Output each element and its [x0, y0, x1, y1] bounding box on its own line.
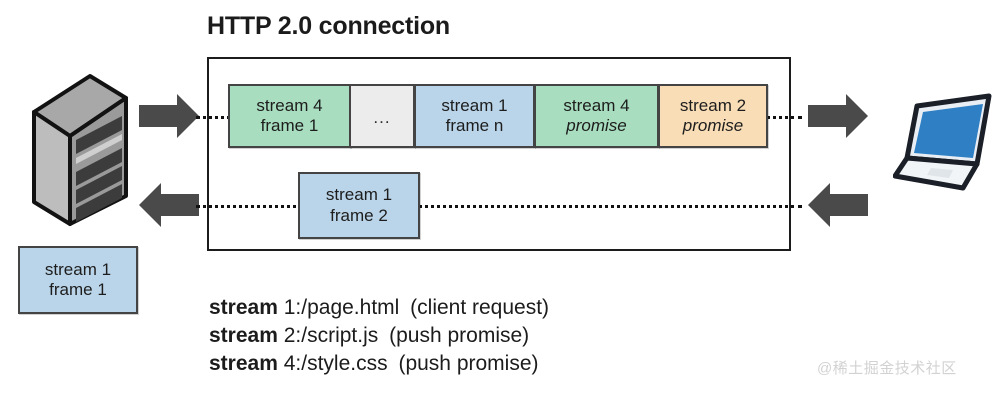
frame-ellipsis-placeholder: ...: [349, 84, 415, 148]
legend-row-stream2: stream 2:/script.js (push promise): [209, 322, 549, 350]
arrow-head: [139, 183, 161, 227]
stream-legend: stream 1:/page.html (client request) str…: [209, 294, 549, 378]
laptop-icon: [893, 92, 993, 196]
legend-label: stream: [209, 323, 278, 347]
watermark: @稀土掘金技术社区: [817, 360, 957, 377]
arrow-client-to-connection: [808, 183, 868, 227]
arrow-connection-to-server: [139, 183, 199, 227]
legend-row-stream1: stream 1:/page.html (client request): [209, 294, 549, 322]
legend-row-stream4: stream 4:/style.css (push promise): [209, 350, 549, 378]
frame-line-2: promise: [566, 116, 627, 135]
frame-stream4-frame1: stream 4 frame 1: [228, 84, 351, 148]
channel-line-inbound: [196, 205, 802, 208]
frame-line-1: stream 4: [256, 95, 323, 115]
arrow-shaft: [830, 194, 868, 216]
legend-note: (push promise): [398, 351, 539, 375]
frame-line-2: frame n: [445, 116, 504, 135]
arrow-connection-to-client: [808, 94, 868, 138]
frame-line-2: promise: [682, 116, 744, 135]
legend-path: /script.js: [301, 323, 379, 347]
legend-path: /style.css: [301, 351, 388, 375]
legend-note: (push promise): [389, 323, 530, 347]
server-icon: [28, 68, 132, 228]
page-title: HTTP 2.0 connection: [207, 12, 451, 40]
legend-label: stream: [209, 296, 278, 319]
frame-line-2: frame 1: [260, 116, 319, 135]
frame-line-1: stream 4: [563, 95, 630, 115]
legend-label: stream: [209, 351, 278, 375]
frame-line-2: frame 2: [330, 205, 388, 225]
legend-path: /page.html: [301, 296, 400, 319]
arrow-server-to-connection: [139, 94, 199, 138]
frame-line-1: stream 1: [325, 185, 393, 205]
arrow-shaft: [161, 194, 199, 216]
frame-line-1: stream 1: [44, 259, 112, 279]
legend-number: 1:: [283, 296, 302, 319]
legend-number: 4:: [283, 351, 302, 375]
arrow-shaft: [808, 105, 846, 127]
arrow-shaft: [139, 105, 177, 127]
frame-stream1-framen: stream 1 frame n: [414, 84, 535, 148]
arrow-head: [846, 94, 868, 138]
legend-number: 2:: [283, 323, 302, 347]
frame-stream2-promise: stream 2 promise: [658, 84, 768, 148]
ellipsis-label: ...: [373, 107, 391, 127]
frame-client-stream1-frame1: stream 1 frame 1: [18, 246, 138, 314]
arrow-head: [808, 183, 830, 227]
frame-stream4-promise: stream 4 promise: [534, 84, 659, 148]
frame-line-1: stream 1: [441, 95, 508, 115]
frame-line-1: stream 2: [679, 95, 747, 115]
legend-note: (client request): [410, 296, 550, 319]
frame-stream1-frame2: stream 1 frame 2: [298, 172, 420, 239]
frame-line-2: frame 1: [49, 280, 107, 299]
arrow-head: [177, 94, 199, 138]
